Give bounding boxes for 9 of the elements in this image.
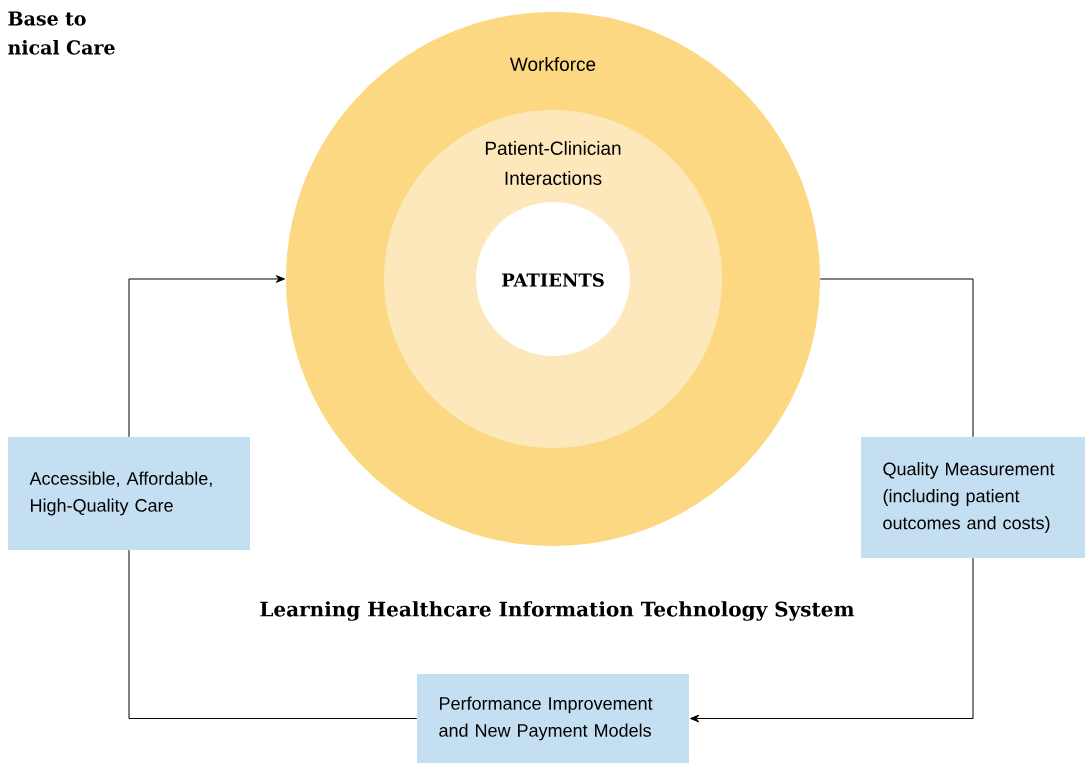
system-label: Learning Healthcare Information Technology System <box>260 601 855 621</box>
title: Base to nical Care <box>8 11 115 55</box>
text-box: Quality Measurement (including patient outcomes and costs) <box>861 437 1085 558</box>
connector <box>819 278 974 438</box>
text-box: Performance Improvement and New Payment Models <box>417 674 689 763</box>
connector <box>690 557 974 723</box>
text-box: Accessible, Affordable, High-Quality Care <box>8 437 250 550</box>
connector <box>128 275 285 438</box>
connector <box>128 549 418 719</box>
